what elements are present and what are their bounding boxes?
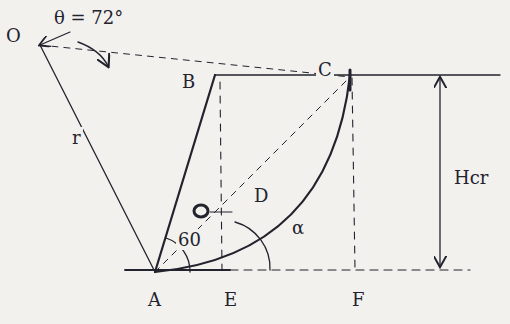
point-label: 60 — [176, 229, 203, 250]
label-holder: O — [4, 26, 23, 46]
point-label: A — [146, 289, 163, 310]
label-holder: θ = 72° — [52, 8, 125, 28]
point-label: B — [180, 71, 197, 92]
dimension-line — [439, 78, 440, 266]
point-label: C — [316, 59, 334, 80]
label-holder: F — [350, 290, 367, 310]
point-label: r — [70, 127, 83, 148]
label-holder: Hcr — [452, 168, 490, 188]
label-holder: r — [70, 128, 83, 148]
slip-arc — [155, 75, 350, 272]
slope-face — [155, 75, 215, 272]
label-holder: D — [252, 186, 270, 206]
vertical-dashed — [220, 82, 222, 270]
point-label: θ = 72° — [52, 7, 125, 28]
point-label: F — [350, 289, 367, 310]
label-holder: C — [316, 60, 334, 80]
ground-line-dashed — [230, 269, 470, 270]
crest-line — [215, 74, 500, 75]
point-label: Hcr — [452, 167, 490, 188]
radius-line — [40, 45, 155, 272]
point-label: α — [290, 217, 306, 238]
leader-line — [210, 212, 232, 213]
label-holder: B — [180, 72, 197, 92]
angle-leader — [40, 32, 70, 45]
label-holder: 60 — [176, 230, 203, 250]
point-label: D — [252, 185, 270, 206]
point-label: E — [222, 289, 239, 310]
chord-line — [155, 77, 350, 272]
label-holder: E — [222, 290, 239, 310]
point-label: O — [4, 25, 23, 46]
vertical-dashed — [352, 78, 355, 270]
point-mark — [349, 70, 352, 90]
weight-point — [194, 205, 208, 217]
angle-arc — [235, 222, 270, 270]
angle-arrow — [78, 42, 108, 66]
label-holder: α — [290, 218, 306, 238]
label-holder: A — [146, 290, 163, 310]
